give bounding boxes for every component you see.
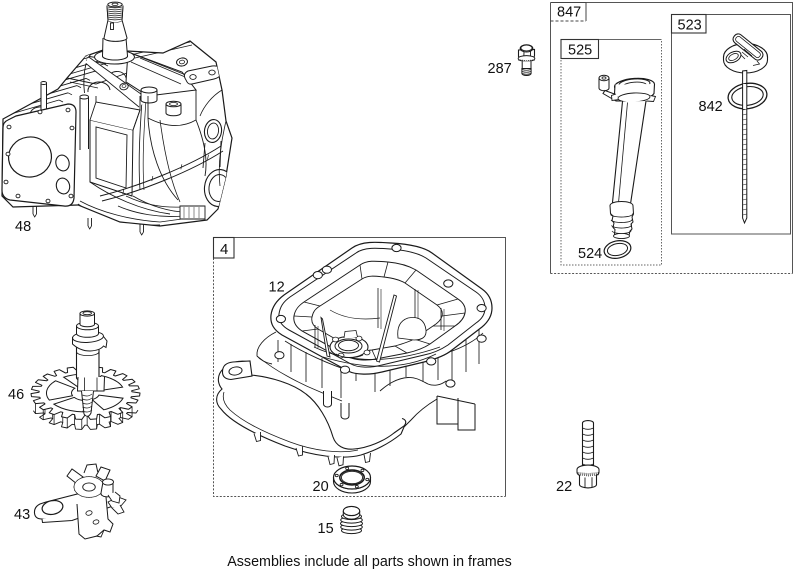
svg-text:Assemblies include all parts s: Assemblies include all parts shown in fr… — [227, 554, 511, 570]
svg-text:842: 842 — [699, 99, 723, 115]
svg-text:22: 22 — [556, 479, 572, 495]
svg-text:20: 20 — [313, 479, 329, 495]
svg-text:12: 12 — [269, 280, 285, 296]
svg-text:43: 43 — [14, 507, 30, 523]
svg-text:847: 847 — [557, 5, 581, 21]
svg-text:15: 15 — [318, 521, 334, 537]
svg-text:524: 524 — [578, 246, 602, 262]
svg-text:48: 48 — [15, 219, 31, 235]
svg-text:46: 46 — [8, 387, 24, 403]
svg-text:525: 525 — [568, 43, 592, 59]
svg-text:523: 523 — [678, 18, 702, 34]
svg-text:287: 287 — [488, 61, 512, 77]
svg-text:4: 4 — [220, 241, 228, 258]
